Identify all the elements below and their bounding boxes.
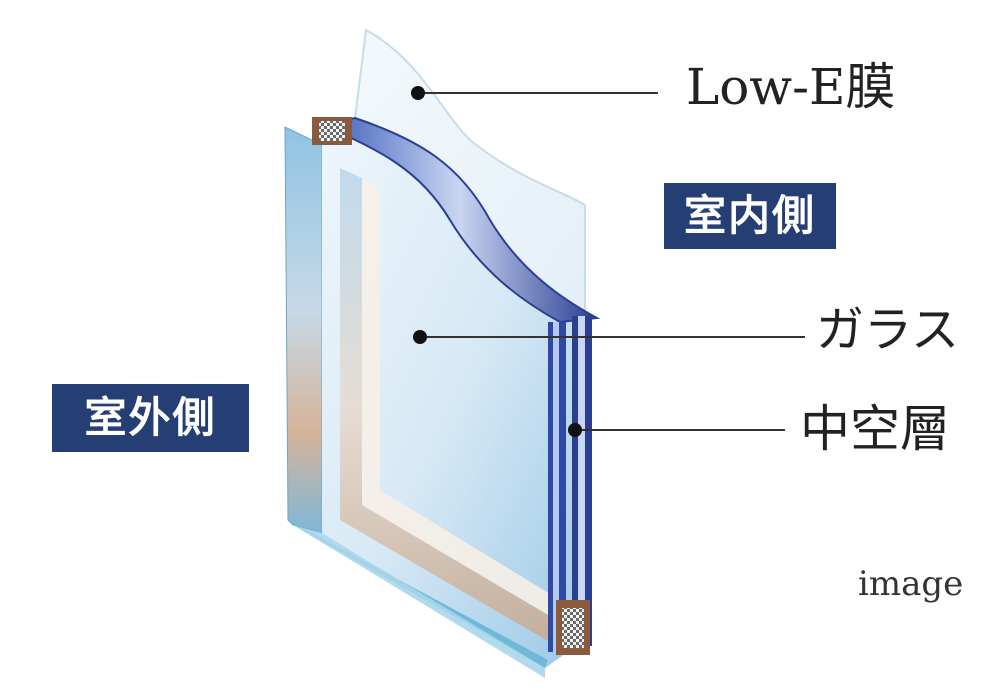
label-low-e-film: Low-E膜	[686, 58, 896, 116]
spacer-top-left	[312, 117, 352, 145]
callout-dot-air-layer	[568, 423, 582, 437]
outer-glass-pane	[284, 118, 585, 678]
image-note: image	[858, 564, 964, 604]
badge-outdoor-side: 室外側	[52, 384, 249, 452]
callout-glass	[413, 330, 805, 344]
callout-low-e	[411, 86, 658, 100]
inner-glass-edge	[318, 116, 601, 324]
callout-dot-low-e	[411, 86, 425, 100]
label-air-layer: 中空層	[800, 400, 950, 458]
label-glass: ガラス	[816, 302, 960, 358]
callout-air-layer	[568, 423, 785, 437]
air-layer-edge	[548, 316, 592, 652]
low-e-film-sheet	[353, 28, 586, 321]
callout-dot-glass	[413, 330, 427, 344]
spacer-bottom-right	[556, 600, 590, 655]
badge-indoor-side: 室内側	[664, 183, 836, 249]
